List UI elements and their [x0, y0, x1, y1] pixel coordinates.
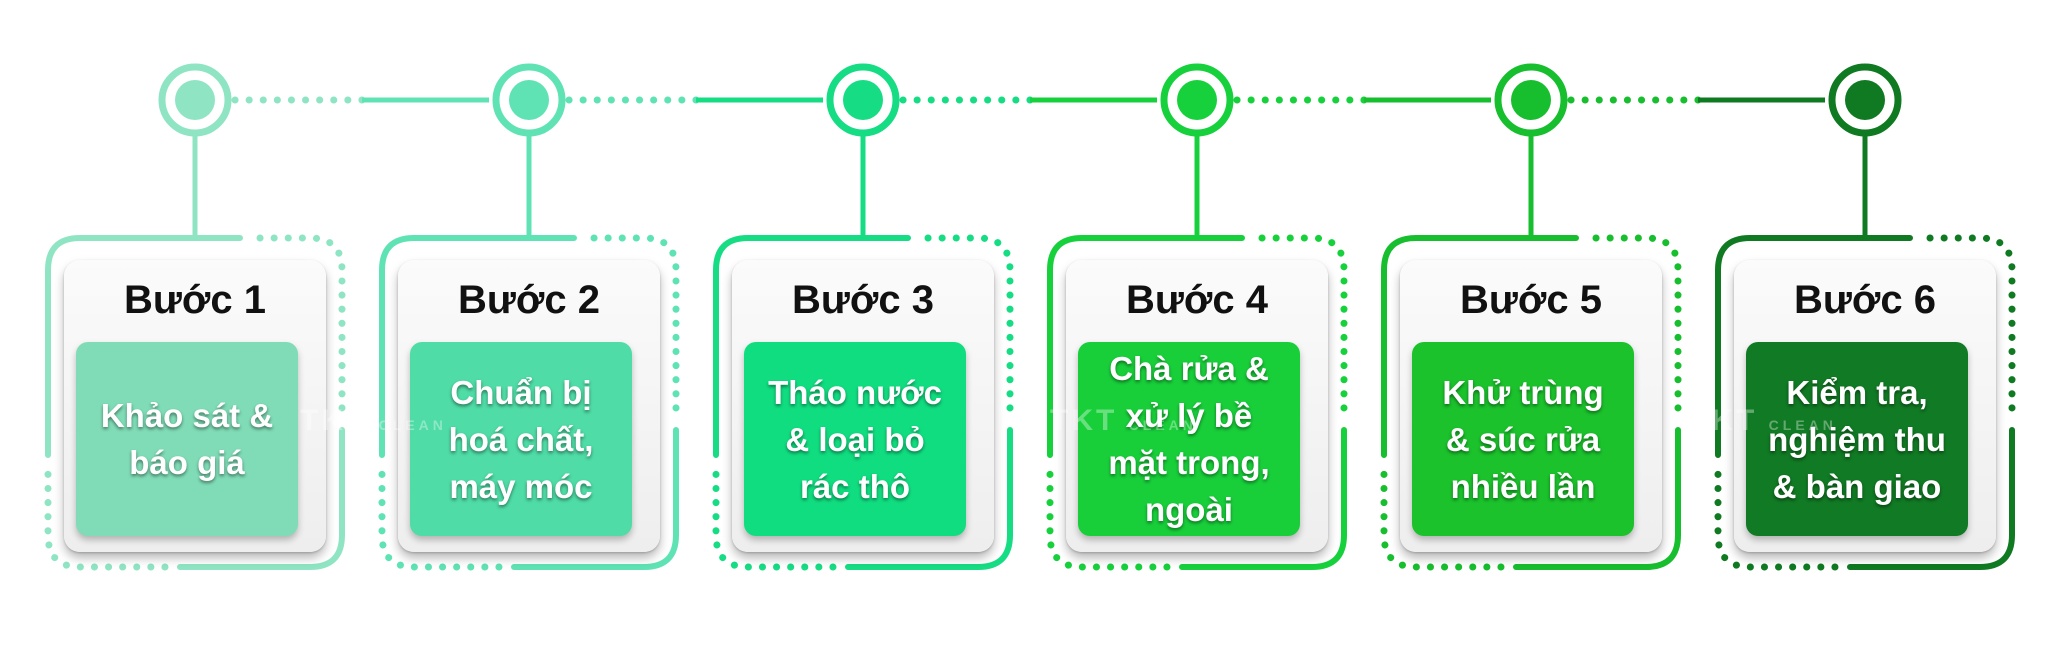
- step-frame: [44, 234, 346, 571]
- frame-solid-edge: [511, 427, 679, 570]
- step-description-box: Khử trùng & súc rửa nhiều lần: [1412, 342, 1634, 536]
- step-frame: [712, 234, 1014, 571]
- step-title: Bước 1: [124, 278, 266, 322]
- step-frame: [1380, 234, 1682, 571]
- step-description-box: Tháo nước & loại bỏ rác thô: [744, 342, 966, 536]
- frame-solid-edge: [177, 427, 345, 570]
- step-description: Tháo nước & loại bỏ rác thô: [768, 373, 942, 505]
- frame-dotted-edge: [1592, 234, 1682, 419]
- frame-dotted-edge: [256, 234, 346, 419]
- timeline-node-dot: [1845, 80, 1885, 120]
- frame-dotted-edge: [1926, 234, 2016, 419]
- frame-dotted-edge: [1380, 466, 1505, 571]
- step-description-box: Chà rửa & xử lý bề mặt trong, ngoài: [1078, 342, 1300, 536]
- step-card: Bước 2 Chuẩn bị hoá chất, máy móc: [398, 260, 660, 552]
- step-frame: [1714, 234, 2016, 571]
- frame-dotted-edge: [1714, 466, 1839, 571]
- step-title: Bước 5: [1460, 278, 1602, 322]
- step-3: Bước 3 Tháo nước & loại bỏ rác thô: [708, 230, 1018, 590]
- frame-dotted-edge: [924, 234, 1014, 419]
- frame-dotted-edge: [590, 234, 680, 419]
- timeline-node-dot: [175, 80, 215, 120]
- step-title: Bước 2: [458, 278, 600, 322]
- frame-solid-edge: [1047, 235, 1245, 458]
- step-frame: [378, 234, 680, 571]
- step-title: Bước 6: [1794, 278, 1936, 322]
- frame-dotted-edge: [44, 466, 169, 571]
- timeline-node-dot: [1511, 80, 1551, 120]
- frame-solid-edge: [713, 235, 911, 458]
- frame-solid-edge: [379, 235, 577, 458]
- step-4: Bước 4 Chà rửa & xử lý bề mặt trong, ngo…: [1042, 230, 1352, 590]
- frame-solid-edge: [845, 427, 1013, 570]
- step-description-box: Chuẩn bị hoá chất, máy móc: [410, 342, 632, 536]
- frame-solid-edge: [1513, 427, 1681, 570]
- frame-solid-edge: [1381, 235, 1579, 458]
- frame-dotted-edge: [378, 466, 503, 571]
- frame-dotted-edge: [1046, 466, 1171, 571]
- step-title: Bước 3: [792, 278, 934, 322]
- step-2: Bước 2 Chuẩn bị hoá chất, máy móc: [374, 230, 684, 590]
- timeline-node-dot: [843, 80, 883, 120]
- step-title: Bước 4: [1126, 278, 1268, 322]
- step-description: Khảo sát & báo giá: [100, 397, 274, 481]
- frame-solid-edge: [1847, 427, 2015, 570]
- step-card: Bước 6 Kiểm tra, nghiệm thu & bàn giao: [1734, 260, 1996, 552]
- step-description-box: Khảo sát & báo giá: [76, 342, 298, 536]
- step-card: Bước 3 Tháo nước & loại bỏ rác thô: [732, 260, 994, 552]
- step-description: Chuẩn bị hoá chất, máy móc: [448, 373, 594, 505]
- frame-dotted-edge: [712, 466, 837, 571]
- step-card: Bước 5 Khử trùng & súc rửa nhiều lần: [1400, 260, 1662, 552]
- step-frame: [1046, 234, 1348, 571]
- frame-solid-edge: [1715, 235, 1913, 458]
- timeline-node-dot: [509, 80, 549, 120]
- step-6: Bước 6 Kiểm tra, nghiệm thu & bàn giao: [1710, 230, 2020, 590]
- frame-solid-edge: [45, 235, 243, 458]
- frame-dotted-edge: [1258, 234, 1348, 419]
- frame-solid-edge: [1179, 427, 1347, 570]
- step-1: Bước 1 Khảo sát & báo giá: [40, 230, 350, 590]
- timeline-node-dot: [1177, 80, 1217, 120]
- step-description: Kiểm tra, nghiệm thu & bàn giao: [1768, 373, 1946, 505]
- step-description: Khử trùng & súc rửa nhiều lần: [1442, 373, 1604, 505]
- step-description: Chà rửa & xử lý bề mặt trong, ngoài: [1108, 350, 1270, 528]
- step-card: Bước 1 Khảo sát & báo giá: [64, 260, 326, 552]
- step-description-box: Kiểm tra, nghiệm thu & bàn giao: [1746, 342, 1968, 536]
- step-card: Bước 4 Chà rửa & xử lý bề mặt trong, ngo…: [1066, 260, 1328, 552]
- step-5: Bước 5 Khử trùng & súc rửa nhiều lần: [1376, 230, 1686, 590]
